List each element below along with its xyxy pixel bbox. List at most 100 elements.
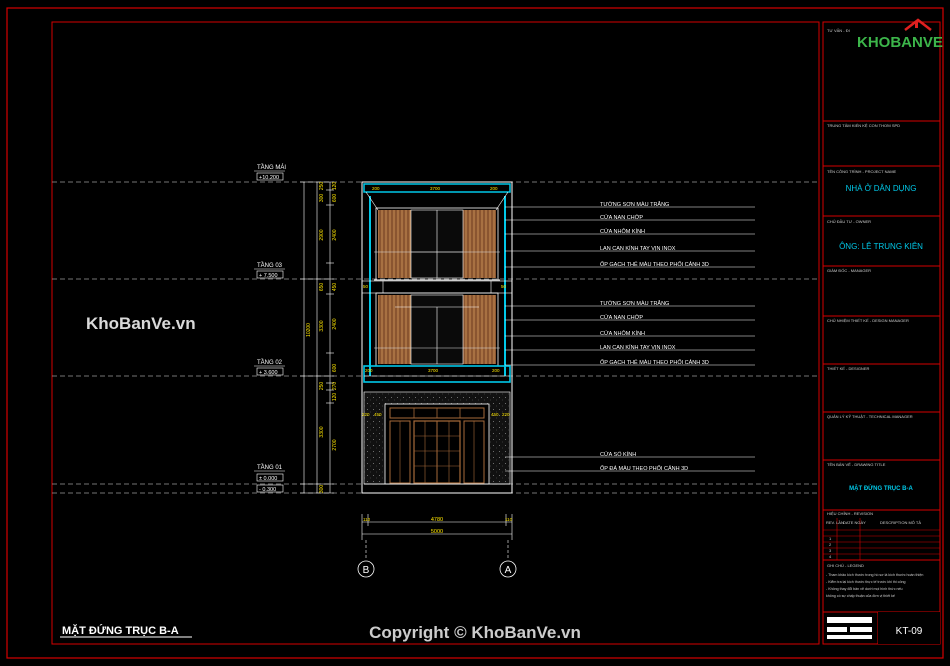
legend-label: GHI CHÚ - LEGEND (827, 563, 864, 568)
notes-upper: TƯỜNG SƠN MÀU TRẮNG CỬA NAN CHỚP CỬA NHÔ… (600, 200, 709, 268)
level-name-1: TẦNG 01 (257, 464, 283, 471)
legend-line-2: - Kiểm tra lại kích thước thực tế trước … (826, 580, 905, 584)
note-middle-5: ỐP GẠCH THẺ MÀU THEO PHỐI CẢNH 3D (600, 359, 709, 366)
rev-header-2: DATE NGÀY (843, 520, 866, 525)
dim-door-2: 450 (374, 412, 382, 417)
dim-inner-width-left: 200 (365, 368, 373, 373)
axis-label-b: B (363, 565, 370, 576)
note-upper-2: CỬA NAN CHỚP (600, 214, 643, 221)
project-name: NHÀ Ở DÂN DỤNG (846, 184, 917, 193)
leader-lines (505, 206, 755, 472)
note-upper-4: LAN CAN KÍNH TAY VỊN INOX (600, 245, 676, 252)
level-elev-1: ± 0.000 (259, 476, 277, 482)
rev-header-3: DESCRIPTION MÔ TẢ (880, 520, 921, 525)
dim-inner-2: 600 (332, 194, 338, 203)
project-label: TÊN CÔNG TRÌNH - PROJECT NAME (827, 169, 897, 174)
designer-label: THIẾT KẾ - DESIGNER (827, 366, 869, 371)
dim-top-left: 200 (372, 186, 380, 191)
rev-number-2: 2 (829, 542, 832, 547)
title-top-label: TƯ VẤN - ĐI (827, 28, 850, 33)
level-elev-3: + 7.500 (259, 273, 278, 279)
level-marker-2: TẦNG 02 + 3.600 (254, 359, 285, 376)
level-name-roof: TẦNG MÁI (257, 164, 286, 171)
brand-logo (855, 18, 939, 52)
note-upper-3: CỬA NHÔM KÍNH (600, 228, 645, 235)
rev-number-1: 1 (829, 536, 832, 541)
dim-width-outer: 5000 (431, 529, 443, 535)
axis-marker-b: B (357, 560, 375, 578)
dim-top-center: 3700 (430, 186, 441, 191)
dim-outer-7: 3300 (319, 426, 325, 437)
owner-label: CHỦ ĐẦU TƯ - OWNER (827, 219, 871, 224)
dim-side-left: 110 (363, 517, 371, 522)
shutter-upper-left (378, 210, 411, 278)
dim-inner-6: 600 (332, 364, 338, 373)
shutter-upper-right (463, 210, 496, 278)
dim-mid-left: 50 (363, 284, 369, 289)
drawing-label: TÊN BẢN VẼ - DRAWING TITLE (827, 462, 886, 467)
level-marker-3: TẦNG 03 + 7.500 (254, 262, 285, 279)
consultant-label: TRUNG TÂM KIẾN KỆ CON THƠM SPD (827, 123, 900, 128)
facade-dims: 200 3700 200 50 50 200 3700 200 220 450 … (362, 186, 510, 417)
notes-lower: CỬA SỔ KÍNH ỐP ĐÁ MÀU THEO PHỐI CẢNH 3D (600, 451, 688, 472)
note-middle-4: LAN CAN KÍNH TAY VỊN INOX (600, 344, 676, 351)
axis-marker-a: A (499, 560, 517, 578)
sheet-number: KT-09 (896, 626, 923, 637)
dim-outer-8: 300 (319, 485, 325, 494)
dim-outer-4: 650 (319, 283, 325, 292)
dim-inner-width-center: 3700 (428, 368, 439, 373)
note-lower-2: ỐP ĐÁ MÀU THEO PHỐI CẢNH 3D (600, 465, 688, 472)
dim-outer-3: 2900 (319, 229, 325, 240)
dimension-lines-bottom (361, 514, 513, 560)
roof-icon (904, 18, 932, 31)
drawing-caption: MẶT ĐỨNG TRỤC B-A (62, 624, 179, 637)
title-block (822, 21, 941, 645)
note-middle-3: CỬA NHÔM KÍNH (600, 330, 645, 337)
rev-number-3: 3 (829, 548, 832, 553)
dim-inner-7: 270 (332, 382, 338, 391)
dim-door-1: 220 (362, 412, 370, 417)
note-middle-1: TƯỜNG SƠN MÀU TRẮNG (600, 299, 669, 307)
design-manager-label: CHỦ NHIỆM THIẾT KẾ - DESIGN MANAGER (827, 318, 909, 323)
dim-outer-1: 250 (319, 182, 325, 191)
dim-top-right: 200 (490, 186, 498, 191)
dimension-lines-left (300, 181, 334, 494)
level-marker-1: TẦNG 01 ± 0.000 - 0.300 (254, 464, 285, 493)
note-lower-1: CỬA SỔ KÍNH (600, 451, 636, 458)
level-marker-roof: TẦNG MÁI +10.200 (254, 164, 286, 181)
dim-outer-5: 3300 (319, 320, 325, 331)
dim-door-4: 220 (502, 412, 510, 417)
revision-label: HIỆU CHỈNH - REVISION (827, 511, 873, 516)
dim-inner-4: 450 (332, 283, 338, 292)
axis-label-a: A (505, 565, 512, 576)
drawing-frame (51, 21, 820, 645)
dim-side-right: 110 (505, 517, 513, 522)
level-name-3: TẦNG 03 (257, 262, 283, 269)
drawing-title-block: MẶT ĐỨNG TRỤC B-A (849, 485, 913, 492)
level-name-2: TẦNG 02 (257, 359, 283, 366)
dim-total-height: 10200 (306, 323, 312, 337)
note-upper-1: TƯỜNG SƠN MÀU TRẮNG (600, 200, 669, 208)
legend-line-1: - Tham khảo kích thước trong hồ sơ là kí… (826, 573, 923, 577)
dim-inner-3: 2400 (332, 229, 338, 240)
note-middle-2: CỬA NAN CHỚP (600, 314, 643, 321)
shutter-middle-right (463, 295, 496, 364)
dim-inner-1: 120 (332, 182, 338, 191)
rev-number-4: 4 (829, 554, 832, 559)
dim-outer-2: 300 (319, 194, 325, 203)
dim-inner-9: 2700 (332, 439, 338, 450)
level-elev-ground: - 0.300 (259, 487, 276, 493)
legend-line-4: không có sự chấp thuận của đơn vị thiết … (826, 594, 895, 598)
brand-name: KHOBANVE (857, 34, 943, 51)
dim-door-3: 450 (491, 412, 499, 417)
copyright-watermark: Copyright © KhoBanVe.vn (369, 623, 581, 642)
manager-label: GIÁM ĐỐC - MANAGER (827, 268, 871, 273)
level-elev-roof: +10.200 (259, 175, 279, 181)
owner-name: ÔNG: LÊ TRUNG KIÊN (839, 242, 923, 251)
dim-inner-5: 2400 (332, 318, 338, 329)
note-upper-5: ỐP GẠCH THẺ MÀU THEO PHỐI CẢNH 3D (600, 261, 709, 268)
dim-inner-width-right: 200 (492, 368, 500, 373)
shutter-middle-left (378, 295, 411, 364)
dim-inner-8: 120 (332, 393, 338, 402)
